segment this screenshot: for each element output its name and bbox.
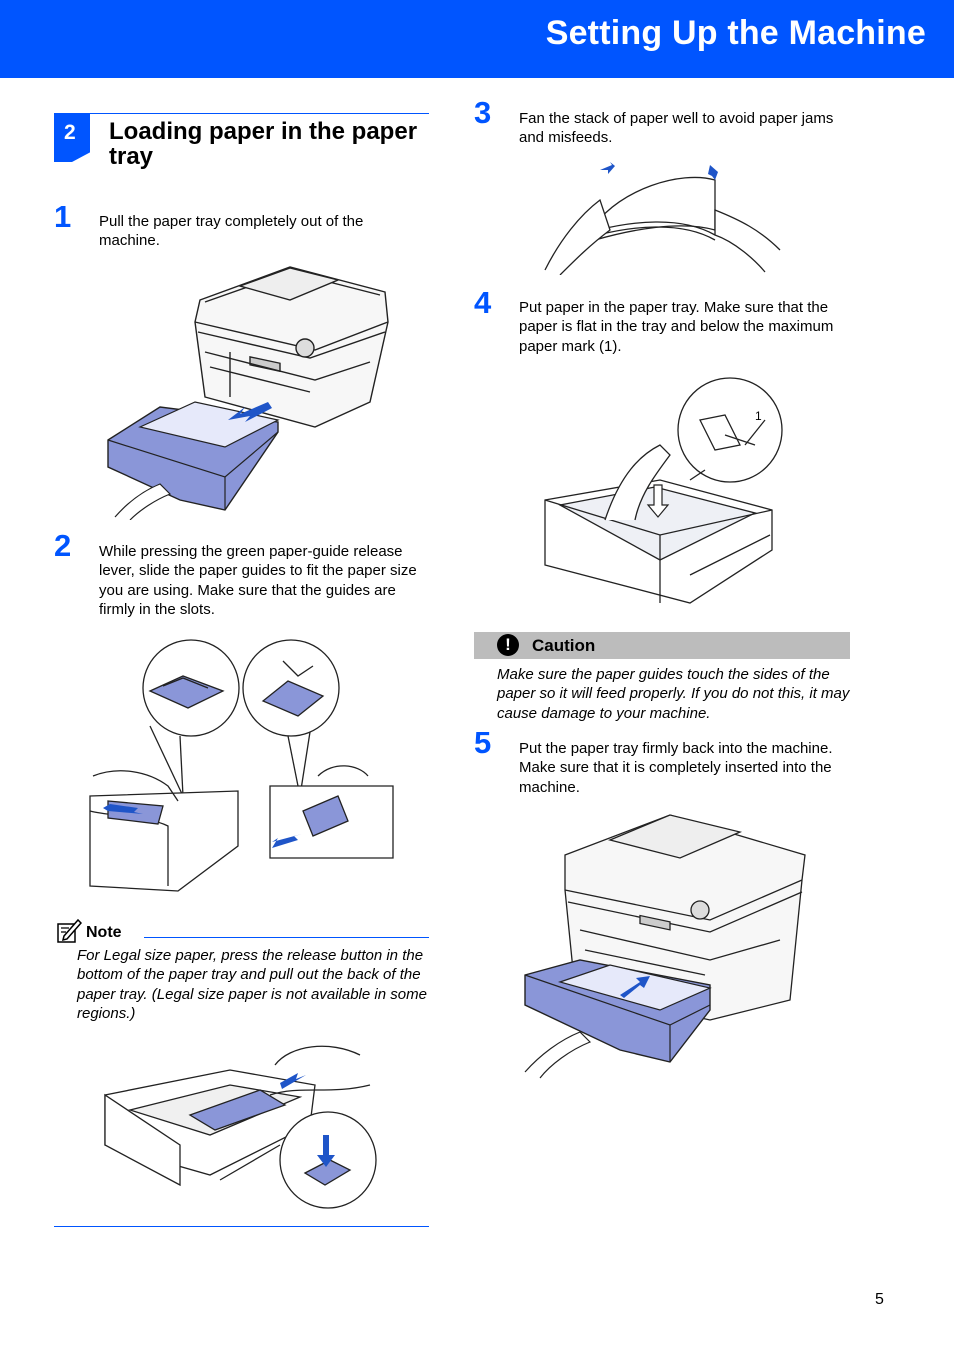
page-number: 5	[875, 1291, 884, 1308]
caution-exclamation-icon: !	[497, 634, 519, 656]
figure-slide-guides	[89, 639, 394, 892]
step-3-number: 3	[474, 95, 492, 130]
header-bar: Setting Up the Machine	[0, 0, 954, 78]
section-number: 2	[64, 121, 76, 144]
note-text: For Legal size paper, press the release …	[77, 947, 427, 1022]
section-title: Loading paper in the paper tray	[109, 118, 418, 170]
step-2-text: While pressing the green paper-guide rel…	[99, 543, 417, 619]
figure-fan-paper	[544, 162, 781, 275]
step-5-number: 5	[474, 725, 492, 760]
figure-legal-extension	[104, 1045, 377, 1209]
note-pencil-icon	[57, 918, 82, 943]
note-header: Note	[56, 918, 429, 948]
step-3-text: Fan the stack of paper well to avoid pap…	[519, 110, 834, 147]
figure-load-paper: 1	[544, 377, 783, 604]
figure-insert-tray	[524, 814, 806, 1079]
step-1-text: Pull the paper tray completely out of th…	[99, 213, 364, 250]
caution-header: ! Caution	[474, 632, 850, 659]
step-2-number: 2	[54, 528, 72, 563]
note-rule	[144, 937, 429, 938]
step-4-text: Put paper in the paper tray. Make sure t…	[519, 299, 834, 355]
section-heading: 2 Loading paper in the paper tray	[54, 113, 429, 193]
note-label: Note	[86, 924, 122, 941]
step-4-number: 4	[474, 285, 492, 320]
step-1-number: 1	[54, 199, 72, 234]
left-column-bottom-rule	[54, 1226, 429, 1227]
caution-text: Make sure the paper guides touch the sid…	[497, 666, 850, 722]
page-title: Setting Up the Machine	[545, 14, 926, 52]
figure-pull-tray	[107, 266, 389, 520]
caution-label: Caution	[532, 636, 596, 655]
section-badge	[54, 114, 90, 162]
figure-callout-1: 1	[755, 409, 762, 423]
step-5-text: Put the paper tray firmly back into the …	[519, 740, 833, 796]
section-rule	[54, 113, 429, 114]
